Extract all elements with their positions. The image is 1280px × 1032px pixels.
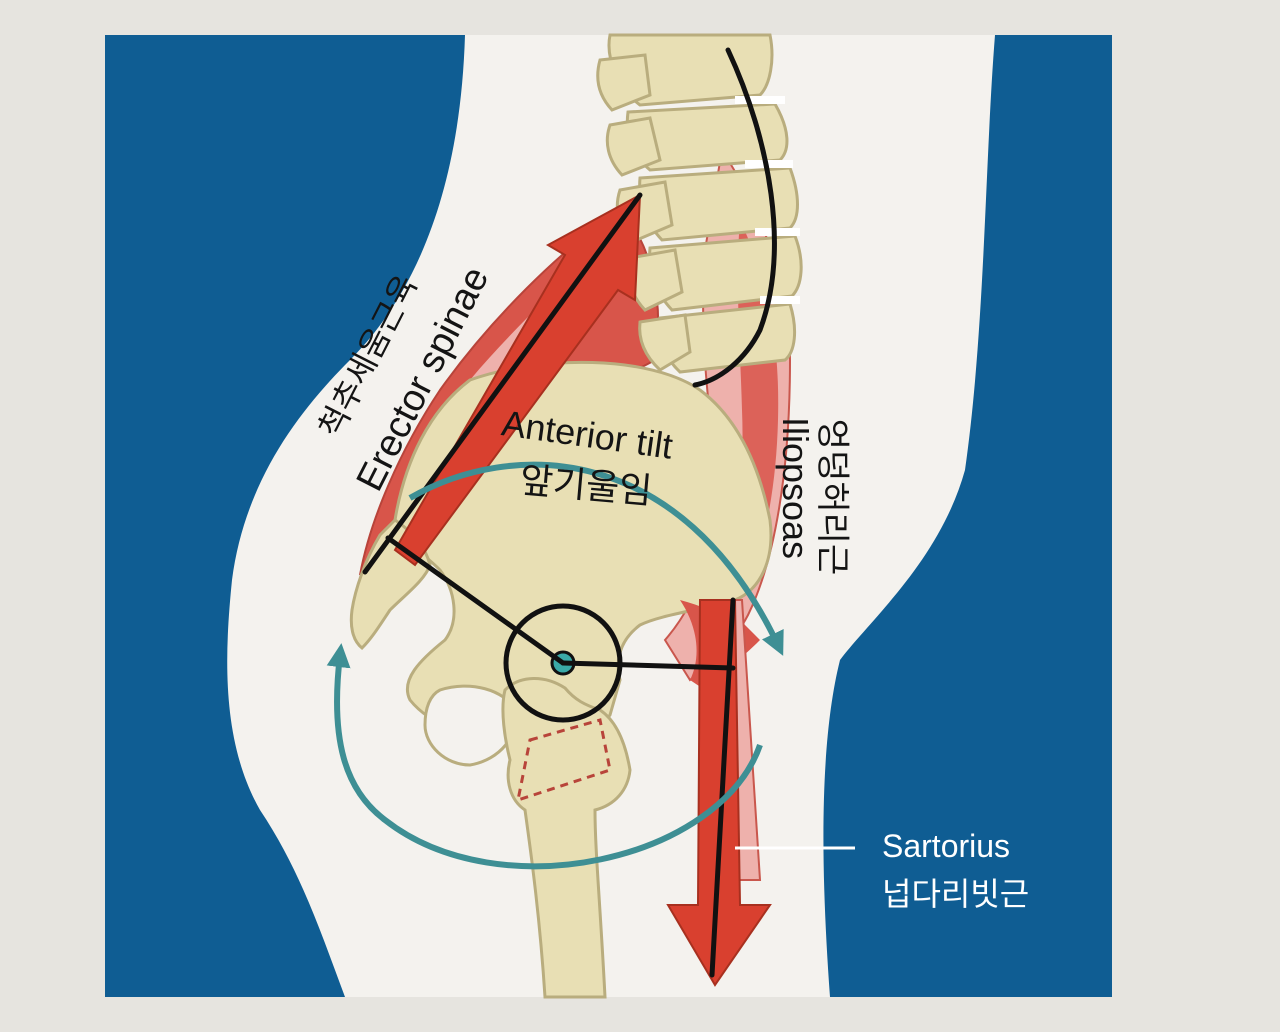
sartorius-english-label: Sartorius [882, 830, 1010, 862]
iliopsoas-korean-label: 엉덩허리근 [815, 407, 849, 587]
sartorius-korean-label: 넙다리빗근 [882, 878, 1029, 910]
iliopsoas-english-label: Iliopsoas [777, 398, 813, 578]
